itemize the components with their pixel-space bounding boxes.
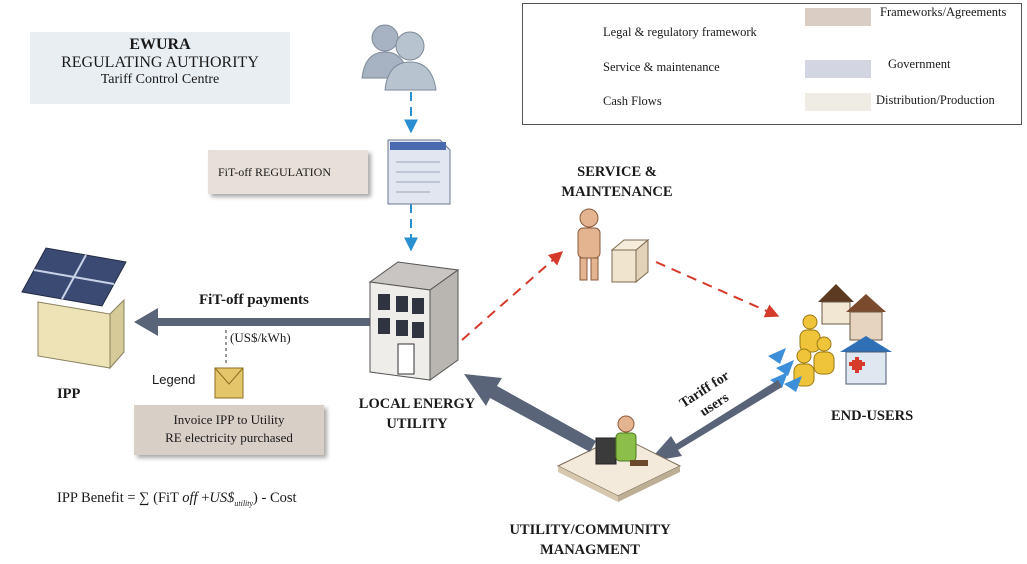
fit-units-label: (US$/kWh) <box>230 330 291 345</box>
ewura-name: EWURA <box>129 36 191 53</box>
local-energy-utility-label: LOCAL ENERGY UTILITY <box>334 394 500 434</box>
local-energy-label: LOCAL ENERGY <box>358 396 476 412</box>
legend-frameworks-label: Frameworks/Agreements <box>880 5 1007 19</box>
legend-note-label: Legend <box>152 372 196 387</box>
invoice-box: Invoice IPP to Utility RE electricity pu… <box>134 405 324 455</box>
toolbox-icon <box>610 238 650 284</box>
ewura-authority: REGULATING AUTHORITY <box>61 54 259 71</box>
service-maintenance-label: SERVICE & MAINTENANCE <box>542 162 692 202</box>
ipp-benefit-formula: IPP Benefit = ∑ (FiT off +US$utility) - … <box>57 490 297 508</box>
community-label-1: UTILITY/COMMUNITY <box>509 522 671 538</box>
houses-icon <box>818 284 892 385</box>
tariff-arrow <box>648 380 782 462</box>
community-label-2: MANAGMENT <box>540 542 640 558</box>
fit-payments-label: FiT-off payments <box>199 292 309 308</box>
operator-computer-icon <box>556 415 682 502</box>
community-management-label: UTILITY/COMMUNITY MANAGMENT <box>490 520 690 560</box>
people-icon <box>793 314 835 387</box>
formula-lhs: IPP Benefit = ∑ (FiT <box>57 490 179 506</box>
legend-government-swatch <box>805 60 871 78</box>
formula-plus: + <box>201 490 210 506</box>
cash-arrows-icon <box>768 348 802 392</box>
ewura-centre: Tariff Control Centre <box>100 72 220 87</box>
legend-cash-label: Cash Flows <box>603 94 662 108</box>
legend-panel <box>522 3 1022 125</box>
fit-payment-arrow <box>134 308 372 336</box>
solar-panel-icon <box>21 247 127 370</box>
regulator-users-icon <box>361 24 437 91</box>
legend-distribution-swatch <box>805 93 871 111</box>
invoice-line-2: RE electricity purchased <box>165 430 293 445</box>
legend-service-label: Service & maintenance <box>603 60 720 74</box>
utility-label: UTILITY <box>386 416 448 432</box>
invoice-line-1: Invoice IPP to Utility <box>173 412 285 427</box>
utility-building-icon <box>368 261 460 381</box>
technician-icon <box>577 208 601 281</box>
maintenance-label: MAINTENANCE <box>561 184 673 200</box>
ipp-label: IPP <box>57 386 81 402</box>
regulation-document-icon <box>387 139 451 205</box>
service-label: SERVICE & <box>577 164 657 180</box>
formula-sub: utility <box>234 498 254 508</box>
ewura-box: EWURA REGULATING AUTHORITY Tariff Contro… <box>30 32 290 104</box>
legend-legal-label: Legal & regulatory framework <box>603 25 757 39</box>
end-users-label: END-USERS <box>831 408 914 424</box>
formula-off: off <box>182 490 198 506</box>
invoice-envelope-icon <box>214 367 244 399</box>
legend-distribution-label: Distribution/Production <box>876 93 995 107</box>
service-arrow-1 <box>461 251 564 341</box>
legend-government-label: Government <box>888 57 951 71</box>
formula-rest: ) - Cost <box>253 490 297 506</box>
legend-frameworks-swatch <box>805 8 871 26</box>
service-arrow-2 <box>655 261 780 318</box>
fit-regulation-box: FiT-off REGULATION <box>208 150 368 194</box>
formula-usd: US$ <box>209 490 235 506</box>
utility-cash-arrow <box>464 374 596 452</box>
